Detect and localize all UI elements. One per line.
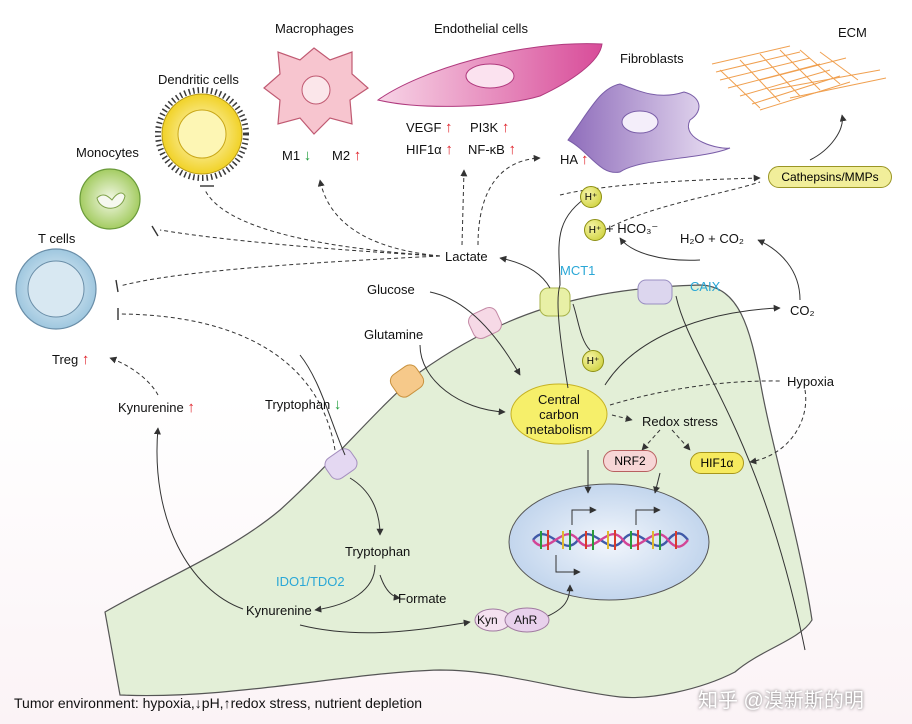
label-hco3: + HCO₃⁻ [606,221,659,236]
nrf2-pill: NRF2 [603,450,657,472]
up-arrow-icon: ↑ [501,119,510,136]
label-formate: Formate [398,591,447,606]
label-ahr: AhR [514,613,538,627]
ecm-mesh [711,45,887,111]
label-central-carbon: Central carbon metabolism [525,392,593,437]
up-arrow-icon: ↑ [445,119,453,136]
label-kynurenine-out: Kynurenine ↑ [118,399,195,416]
h-plus-1: H⁺ [580,186,602,208]
up-arrow-icon: ↑ [81,351,90,368]
h-plus-2: H⁺ [584,219,606,241]
transporter-icon [324,279,673,480]
tumor-cell-body [104,284,813,699]
label-glucose: Glucose [367,282,415,297]
label-lactate: Lactate [445,249,488,264]
label-kynurenine-in: Kynurenine [246,603,312,618]
label-nfkb: NF-κB ↑ [468,141,516,158]
label-tryptophan-in: Tryptophan [345,544,411,559]
label-mct1: MCT1 [560,263,596,278]
label-macrophages: Macrophages [275,21,354,36]
label-pi3k: PI3K ↑ [470,119,510,136]
label-hif1a-endo: HIF1α ↑ [406,141,453,158]
dna-helix-icon [532,530,689,550]
label-dendritic: Dendritic cells [158,72,239,87]
label-tryptophan-out: Tryptophan ↓ [265,396,342,413]
label-h2o-co2: H₂O + CO₂ [680,231,744,246]
label-endothelial: Endothelial cells [434,21,528,36]
label-hypoxia: Hypoxia [787,374,834,389]
up-arrow-icon: ↑ [445,141,453,158]
label-redox: Redox stress [642,414,718,429]
central-carbon-bubble [510,383,608,445]
down-arrow-icon: ↓ [333,396,342,413]
watermark: 知乎 @溴新斯的明 [698,690,864,712]
label-caix: CAIX [690,279,721,294]
label-kyn: Kyn [477,613,498,627]
up-arrow-icon: ↑ [580,151,589,168]
endothelial-cell [376,43,603,107]
label-glutamine: Glutamine [364,327,424,342]
label-monocytes: Monocytes [76,145,139,160]
label-fibroblasts: Fibroblasts [620,51,684,66]
label-m2: M2 ↑ [332,147,362,164]
h-plus-3: H⁺ [582,350,604,372]
fibroblast [567,83,731,173]
footer-caption: Tumor environment: hypoxia,↓pH,↑redox st… [14,695,423,711]
down-arrow-icon: ↓ [303,147,312,164]
hif1a-pill: HIF1α [690,452,744,474]
up-arrow-icon: ↑ [187,399,195,416]
label-ido: IDO1/TDO2 [276,574,345,589]
up-arrow-icon: ↑ [353,147,362,164]
label-treg: Treg ↑ [52,351,90,368]
label-ecm: ECM [838,25,867,40]
label-co2: CO₂ [790,303,815,318]
label-ha: HA ↑ [560,151,589,168]
cathepsins-mmps-pill: Cathepsins/MMPs [768,166,892,188]
label-tcells: T cells [38,231,76,246]
inhibition-bar-icon [115,185,214,320]
label-vegf: VEGF ↑ [406,119,453,136]
macrophage [263,47,369,135]
label-m1: M1 ↓ [282,147,312,164]
up-arrow-icon: ↑ [508,141,516,158]
dendritic-cell [155,87,249,181]
